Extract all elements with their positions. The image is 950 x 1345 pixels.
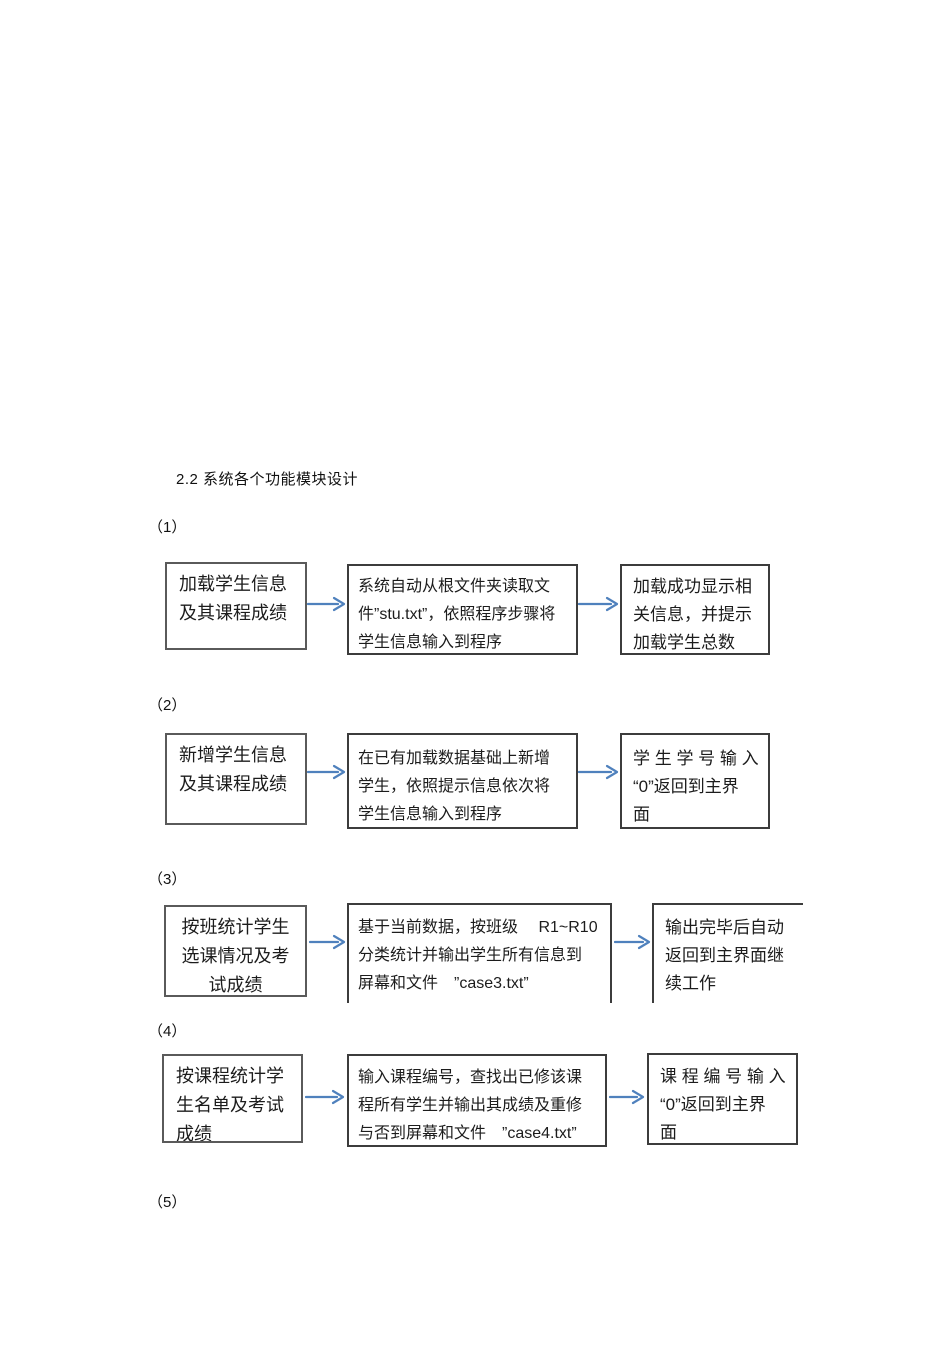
flow-box-text: 系统自动从根文件夹读取文 件”stu.txt”，依照程序步骤将 学生信息输入到程… xyxy=(358,578,556,651)
flow-box-class-stat-result: 输出完毕后自动 返回到主界面继 续工作 xyxy=(652,903,803,1003)
item-label-1: （1） xyxy=(148,519,187,536)
flow-box-add-result: 学 生 学 号 输 入 “0”返回到主界 面 xyxy=(620,733,770,829)
section-title: 2.2 系统各个功能模块设计 xyxy=(176,471,359,488)
flow-arrow-icon xyxy=(309,934,346,950)
flow-box-add-module: 新增学生信息 及其课程成绩 xyxy=(165,733,307,825)
flow-box-text: 输出完毕后自动 返回到主界面继 续工作 xyxy=(665,918,784,993)
flow-arrow-icon xyxy=(307,596,346,612)
flow-box-text: 课 程 编 号 输 入 “0”返回到主界 面 xyxy=(660,1067,786,1142)
flow-box-course-stat-module: 按课程统计学 生名单及考试 成绩 xyxy=(162,1054,303,1143)
flow-box-text: 加载成功显示相 关信息，并提示 加载学生总数 xyxy=(633,577,752,652)
item-label-4: （4） xyxy=(148,1023,187,1040)
flow-box-text: 学 生 学 号 输 入 “0”返回到主界 面 xyxy=(633,749,759,824)
flow-arrow-icon xyxy=(609,1089,645,1105)
item-label-3: （3） xyxy=(148,871,187,888)
flow-box-course-stat-result: 课 程 编 号 输 入 “0”返回到主界 面 xyxy=(647,1053,798,1145)
flow-box-load-module: 加载学生信息 及其课程成绩 xyxy=(165,562,307,650)
flow-arrow-icon xyxy=(614,934,651,950)
flow-arrow-icon xyxy=(305,1089,345,1105)
item-label-5: （5） xyxy=(148,1194,187,1211)
flow-box-class-stat-process: 基于当前数据，按班级 R1~R10 分类统计并输出学生所有信息到 屏幕和文件 ”… xyxy=(347,903,612,1003)
flow-arrow-icon xyxy=(307,764,346,780)
item-label-2: （2） xyxy=(148,697,187,714)
flow-box-text: 按课程统计学 生名单及考试 成绩 xyxy=(176,1066,284,1143)
flow-box-text: 按班统计学生 选课情况及考 试成绩 xyxy=(181,917,290,995)
flow-box-add-process: 在已有加载数据基础上新增 学生，依照提示信息依次将 学生信息输入到程序 xyxy=(347,733,578,829)
flow-box-class-stat-module: 按班统计学生 选课情况及考 试成绩 xyxy=(164,905,307,997)
flow-box-text: 在已有加载数据基础上新增 学生，依照提示信息依次将 学生信息输入到程序 xyxy=(358,750,551,823)
flow-box-text: 基于当前数据，按班级 R1~R10 分类统计并输出学生所有信息到 屏幕和文件 ”… xyxy=(358,919,598,992)
flow-box-course-stat-process: 输入课程编号，查找出已修该课 程所有学生并输出其成绩及重修 与否到屏幕和文件 ”… xyxy=(347,1054,607,1147)
flow-box-text: 输入课程编号，查找出已修该课 程所有学生并输出其成绩及重修 与否到屏幕和文件 ”… xyxy=(358,1069,583,1142)
flow-arrow-icon xyxy=(578,596,619,612)
flow-box-text: 新增学生信息 及其课程成绩 xyxy=(179,745,287,794)
flow-box-load-process: 系统自动从根文件夹读取文 件”stu.txt”，依照程序步骤将 学生信息输入到程… xyxy=(347,564,578,655)
flow-box-text: 加载学生信息 及其课程成绩 xyxy=(179,574,287,623)
flow-arrow-icon xyxy=(578,764,619,780)
flow-box-load-result: 加载成功显示相 关信息，并提示 加载学生总数 xyxy=(620,564,770,655)
